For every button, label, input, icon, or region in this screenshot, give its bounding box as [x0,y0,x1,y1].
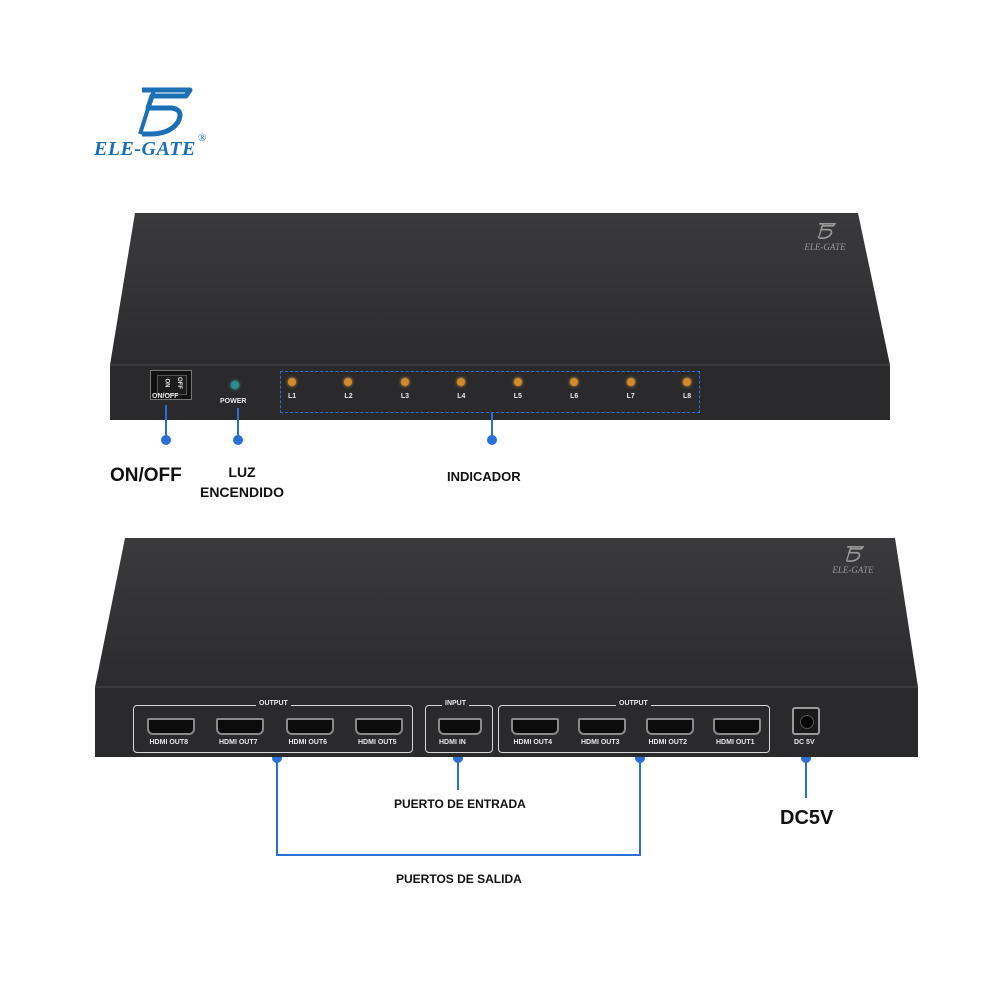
led-label: L5 [513,393,522,400]
power-led [231,381,239,389]
led-label: L8 [683,393,692,400]
brand-name: ELE-GATE [94,138,196,160]
callout-puerto-entrada: PUERTO DE ENTRADA [394,797,526,811]
output-group-right-title: OUTPUT [616,700,651,707]
brand-logo-icon [138,87,193,137]
led-label: L2 [344,393,353,400]
hdmi-out-port[interactable] [578,718,627,735]
power-label: POWER [220,398,247,405]
hdmi-out-label: HDMI OUT8 [149,739,189,746]
power-switch[interactable]: ON OFF [150,370,192,400]
led-8 [683,378,691,386]
callout-luz-line2: ENCENDIDO [199,484,284,500]
led-2 [344,378,353,386]
back-device-body [95,538,918,757]
callout-dc5v: DC5V [780,807,834,829]
switch-rocker: ON OFF [157,375,187,395]
device-logo-icon [845,546,865,562]
ports-left: HDMI OUT8 HDMI OUT7 HDMI OUT6 HDMI OUT5 [134,706,412,752]
back-device-logo: ELE-GATE [818,543,888,575]
led-label: L7 [626,393,635,400]
led-label: L3 [400,393,410,400]
hdmi-in-label: HDMI IN [439,739,466,746]
hdmi-out-label: HDMI OUT2 [648,739,688,746]
hdmi-out-port[interactable] [146,718,195,735]
front-device-logo: ELE-GATE [790,220,860,252]
brand-registered-mark: ® [198,132,207,144]
back-device-logo-text: ELE-GATE [832,565,874,575]
switch-label: ON/OFF [152,393,179,400]
hdmi-out-label: HDMI OUT4 [513,739,553,746]
callout-indicador: INDICADOR [447,469,521,484]
dc-label: DC 5V [794,739,815,746]
hdmi-out-port[interactable] [216,718,265,735]
led-row: L1 L2 L3 L4 L5 L6 L7 L8 [280,371,698,411]
brand-logo: ELE-GATE ® [90,82,230,162]
led-7 [626,378,635,386]
ports-right: HDMI OUT4 HDMI OUT3 HDMI OUT2 HDMI OUT1 [499,706,769,752]
hdmi-out-port[interactable] [645,718,694,735]
callout-luz-line1: LUZ [228,464,256,480]
hdmi-out-label: HDMI OUT3 [581,739,620,746]
hdmi-out-label: HDMI OUT6 [288,739,328,746]
led-label: L1 [288,393,297,400]
led-3 [400,378,409,386]
callout-onoff: ON/OFF [110,465,182,486]
hdmi-out-label: HDMI OUT5 [358,739,397,746]
led-5 [513,378,522,386]
dc-jack-pin [800,715,814,729]
hdmi-out-port[interactable] [713,718,762,735]
hdmi-out-port[interactable] [510,718,559,735]
hdmi-out-label: HDMI OUT7 [219,739,258,746]
input-group: INPUT HDMI IN [425,700,493,753]
led-1 [288,378,296,386]
input-group-title: INPUT [442,700,469,707]
led-4 [457,378,466,386]
front-device-body [110,213,890,420]
led-6 [570,378,579,386]
callout-puertos-salida: PUERTOS DE SALIDA [396,872,522,886]
hdmi-out-port[interactable] [285,718,334,735]
callout-luz: LUZ ENCENDIDO [192,462,292,502]
hdmi-out-label: HDMI OUT1 [716,739,755,746]
led-label: L4 [457,393,466,400]
led-label: L6 [570,393,579,400]
front-device-logo-text: ELE-GATE [804,242,846,252]
indicator-highlight-box [280,371,700,413]
hdmi-in-port[interactable] [438,718,482,735]
dc-jack[interactable] [792,707,820,735]
output-group-left-title: OUTPUT [256,700,291,707]
hdmi-out-port[interactable] [355,718,404,735]
device-logo-icon [817,223,837,239]
